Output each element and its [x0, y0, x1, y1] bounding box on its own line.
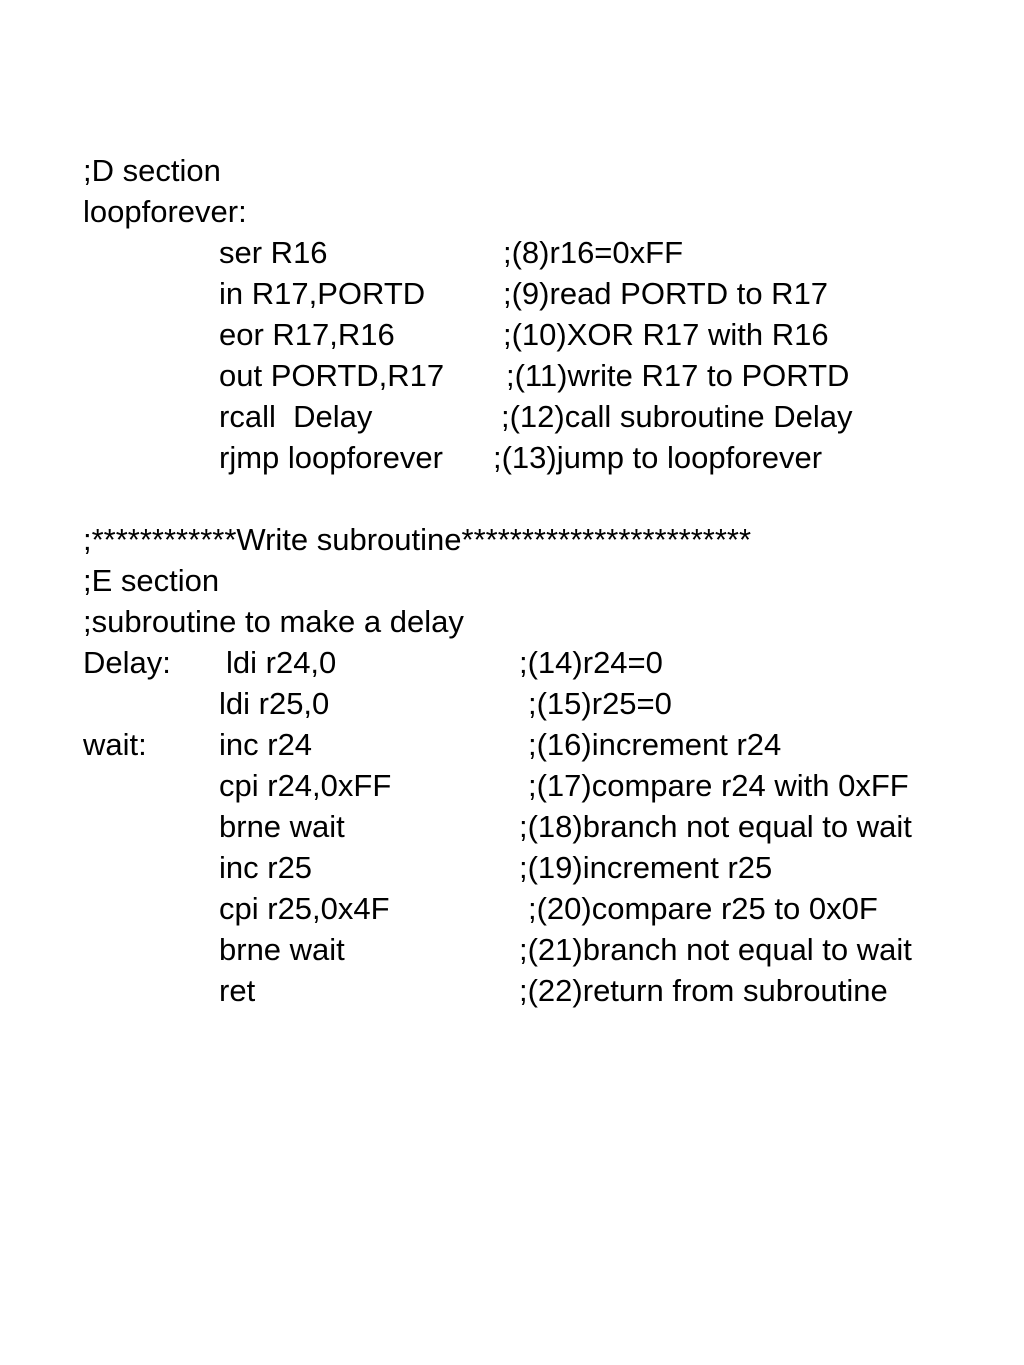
code-instruction: out PORTD,R17 [219, 358, 445, 393]
code-comment: ;(8)r16=0xFF [503, 235, 684, 270]
code-comment: ;(9)read PORTD to R17 [503, 276, 829, 311]
code-comment: ;(10)XOR R17 with R16 [503, 317, 829, 352]
e-section-heading: ;E section [83, 563, 220, 598]
code-instruction: ret [219, 973, 256, 1008]
code-comment: ;(17)compare r24 with 0xFF [528, 768, 909, 803]
code-comment: ;(12)call subroutine Delay [501, 399, 853, 434]
delay-label: Delay: [83, 645, 171, 680]
code-comment: ;(11)write R17 to PORTD [506, 358, 850, 393]
wait-label: wait: [83, 727, 147, 762]
code-instruction: in R17,PORTD [219, 276, 426, 311]
code-instruction: eor R17,R16 [219, 317, 395, 352]
code-instruction: rjmp loopforever [219, 440, 443, 475]
loopforever-label: loopforever: [83, 194, 247, 229]
code-comment: ;(19)increment r25 [519, 850, 773, 885]
code-instruction: ser R16 [219, 235, 328, 270]
code-instruction: inc r24 [219, 727, 313, 762]
code-instruction: cpi r24,0xFF [219, 768, 392, 803]
code-instruction: inc r25 [219, 850, 313, 885]
code-comment: ;(15)r25=0 [528, 686, 672, 721]
code-comment: ;(21)branch not equal to wait [519, 932, 912, 967]
d-section-heading: ;D section [83, 153, 221, 188]
code-instruction: brne wait [219, 809, 345, 844]
code-instruction: brne wait [219, 932, 345, 967]
code-comment: ;(14)r24=0 [519, 645, 663, 680]
code-comment: ;(22)return from subroutine [519, 973, 888, 1008]
code-instruction: ldi r25,0 [219, 686, 330, 721]
code-instruction: cpi r25,0x4F [219, 891, 390, 926]
code-comment: ;(16)increment r24 [528, 727, 782, 762]
code-instruction: rcall Delay [219, 399, 373, 434]
subroutine-description: ;subroutine to make a delay [83, 604, 464, 639]
code-comment: ;(18)branch not equal to wait [519, 809, 912, 844]
subroutine-banner: ;************Write subroutine***********… [83, 522, 752, 557]
code-comment: ;(20)compare r25 to 0x0F [528, 891, 878, 926]
code-comment: ;(13)jump to loopforever [493, 440, 823, 475]
code-instruction: ldi r24,0 [226, 645, 337, 680]
